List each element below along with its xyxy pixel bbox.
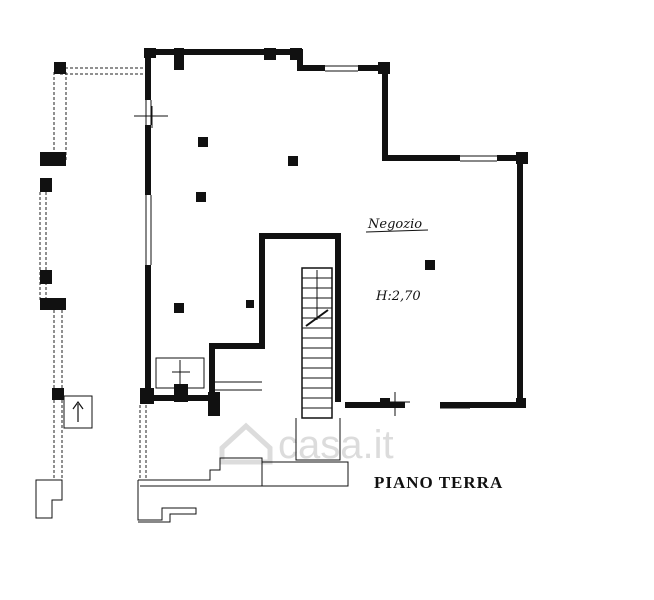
- up-arrow-icon: [72, 400, 84, 422]
- house-logo-icon: [219, 422, 273, 465]
- wall-posts: [40, 48, 528, 416]
- height-label: H:2,70: [375, 289, 421, 304]
- door-marks: [134, 106, 410, 416]
- small-room: [155, 357, 262, 391]
- staircase: [295, 267, 341, 461]
- external-foundation: [35, 395, 349, 523]
- porch-outline: [39, 67, 147, 480]
- exterior-walls: [145, 49, 523, 408]
- windows: [145, 65, 497, 409]
- pillars: [174, 137, 435, 313]
- room-label: Negozio: [367, 217, 422, 232]
- room-label-underline: [365, 229, 429, 233]
- floor-title: PIANO TERRA: [374, 473, 503, 492]
